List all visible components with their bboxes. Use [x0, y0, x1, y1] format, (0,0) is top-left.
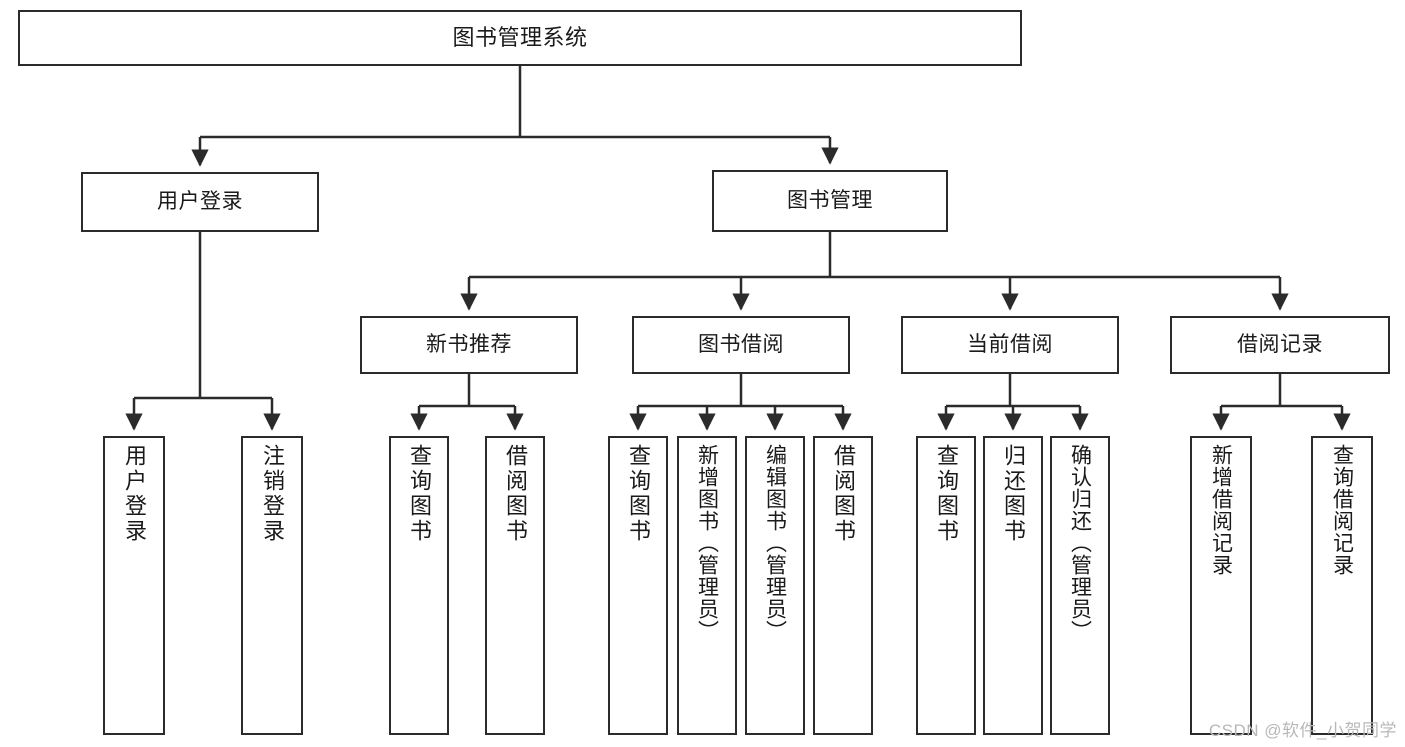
node-label: 图书管理: [787, 189, 873, 213]
node-label: 新增图书（管理员）: [695, 444, 719, 642]
leaf-query-borrow-record[interactable]: 查询借阅记录: [1311, 436, 1373, 735]
node-label: 归还图书: [1001, 444, 1026, 544]
node-label: 图书借阅: [698, 333, 784, 357]
node-label: 图书管理系统: [452, 24, 588, 50]
leaf-edit-book-admin[interactable]: 编辑图书（管理员）: [745, 436, 805, 735]
node-book-management[interactable]: 图书管理: [712, 170, 948, 232]
node-label: 借阅图书: [831, 444, 856, 544]
leaf-user-logout[interactable]: 注销登录: [241, 436, 303, 735]
node-label: 查询图书: [626, 444, 651, 544]
node-label: 确认归还（管理员）: [1068, 444, 1092, 642]
node-label: 编辑图书（管理员）: [763, 444, 787, 642]
node-label: 注销登录: [260, 444, 285, 544]
node-current-borrow[interactable]: 当前借阅: [901, 316, 1119, 374]
node-label: 借阅记录: [1237, 333, 1323, 357]
node-user-login[interactable]: 用户登录: [81, 172, 319, 232]
node-label: 用户登录: [122, 444, 147, 544]
leaf-borrow-book[interactable]: 借阅图书: [813, 436, 873, 735]
leaf-confirm-return-admin[interactable]: 确认归还（管理员）: [1050, 436, 1110, 735]
node-borrow-records[interactable]: 借阅记录: [1170, 316, 1390, 374]
node-label: 新书推荐: [426, 333, 512, 357]
node-label: 查询图书: [407, 444, 432, 544]
leaf-query-book-current[interactable]: 查询图书: [916, 436, 976, 735]
node-label: 用户登录: [157, 190, 243, 214]
node-label: 当前借阅: [967, 333, 1053, 357]
leaf-query-book-borrow[interactable]: 查询图书: [608, 436, 668, 735]
node-book-borrow[interactable]: 图书借阅: [632, 316, 850, 374]
csdn-watermark: CSDN @软件_小贺同学: [1208, 721, 1397, 740]
node-label: 查询图书: [934, 444, 959, 544]
node-label: 新增借阅记录: [1209, 444, 1233, 576]
leaf-add-book-admin[interactable]: 新增图书（管理员）: [677, 436, 737, 735]
node-new-book-recommend[interactable]: 新书推荐: [360, 316, 578, 374]
leaf-query-book-recommend[interactable]: 查询图书: [389, 436, 449, 735]
leaf-borrow-book-recommend[interactable]: 借阅图书: [485, 436, 545, 735]
leaf-user-login[interactable]: 用户登录: [103, 436, 165, 735]
node-label: 查询借阅记录: [1330, 444, 1354, 576]
leaf-return-book[interactable]: 归还图书: [983, 436, 1043, 735]
node-root-system[interactable]: 图书管理系统: [18, 10, 1022, 66]
leaf-add-borrow-record[interactable]: 新增借阅记录: [1190, 436, 1252, 735]
node-label: 借阅图书: [503, 444, 528, 544]
